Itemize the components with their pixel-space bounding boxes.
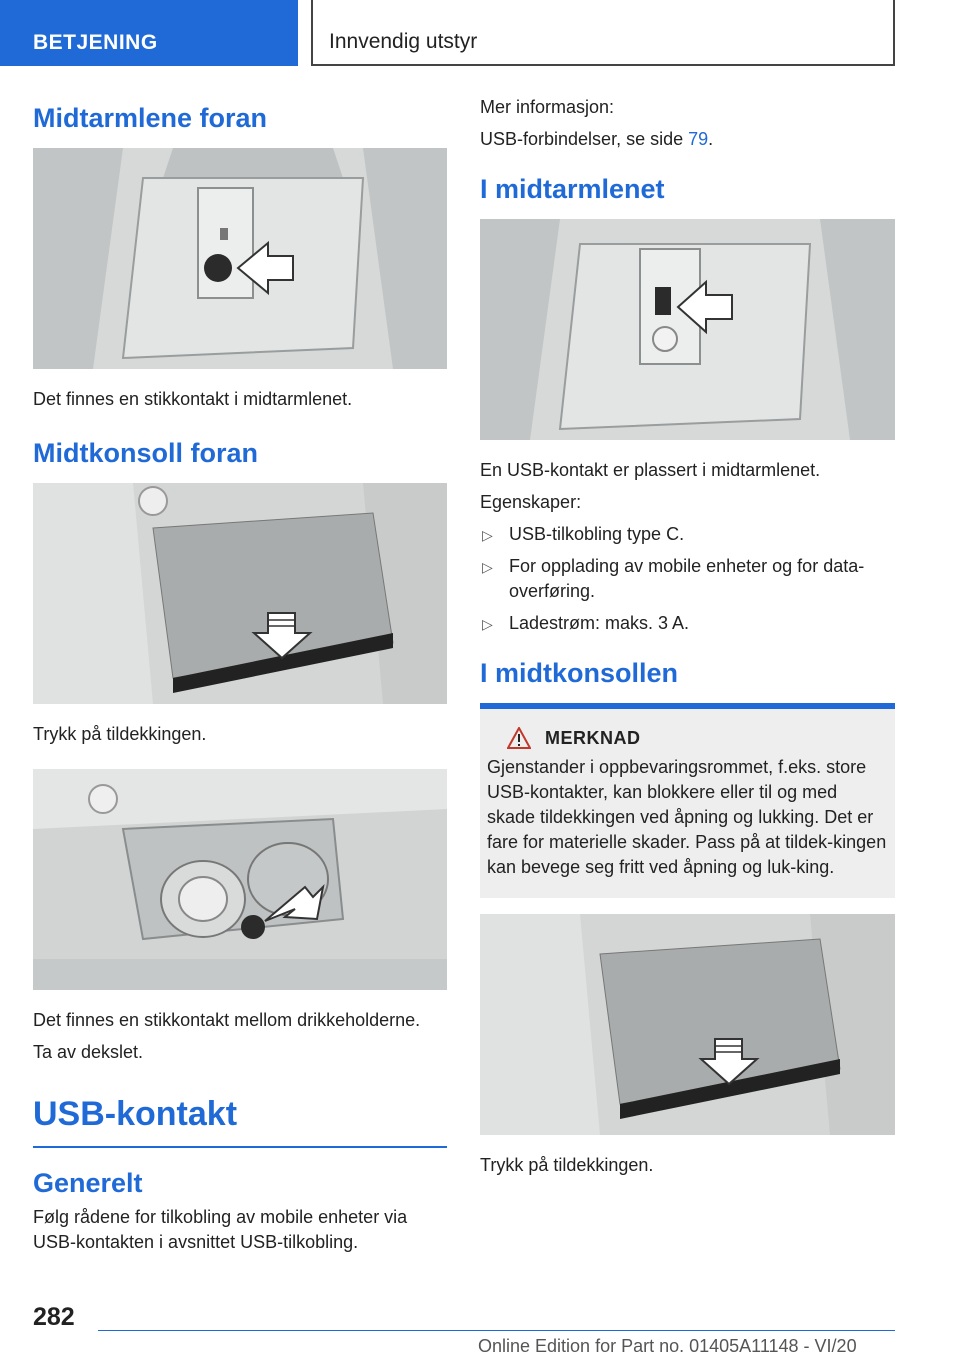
right-column: Mer informasjon: USB-forbindelser, se si…	[480, 95, 895, 1185]
triangle-bullet-icon: ▷	[482, 616, 493, 632]
notice-label: MERKNAD	[545, 727, 641, 748]
usb-reference-prefix: USB-forbindelser, se side	[480, 129, 689, 149]
left-column: Midtarmlene foran Det finnes en stikkont…	[33, 95, 447, 1262]
caption-press-cover-2: Trykk på tildekkingen.	[480, 1155, 654, 1175]
general-text: Følg rådene for tilkobling av mobile enh…	[33, 1207, 408, 1252]
usb-reference-page-link[interactable]: 79	[688, 129, 709, 149]
caption-armrest-socket: Det finnes en stikkontakt i midtarmlenet…	[33, 389, 353, 409]
notice-text: Gjenstander i oppbevaringsrommet, f.eks.…	[487, 757, 887, 877]
footer-divider	[98, 1330, 895, 1331]
section-tab: BETJENING	[0, 0, 298, 66]
footer-edition: Online Edition for Part no. 01405A11148 …	[478, 1336, 857, 1356]
list-item: ▷For opplading av mobile enheter og for …	[482, 556, 865, 601]
heading-generelt: Generelt	[33, 1168, 143, 1198]
properties-label: Egenskaper:	[480, 492, 582, 512]
chapter-usb-kontakt: USB-kontakt	[33, 1095, 447, 1148]
chapter-title: Innvendig utstyr	[311, 0, 895, 66]
caption-remove-cover: Ta av dekslet.	[33, 1042, 144, 1062]
caption-armrest-usb: En USB-kontakt er plassert i midtarmlene…	[480, 460, 821, 480]
page-number: 282	[33, 1303, 75, 1331]
notice-header: MERKNAD	[487, 727, 887, 749]
heading-midtkonsoll-foran: Midtkonsoll foran	[33, 438, 258, 468]
triangle-bullet-icon: ▷	[482, 527, 493, 543]
properties-list: ▷USB-tilkobling type C. ▷For opplading a…	[480, 522, 895, 636]
heading-i-midtarmlenet: I midtarmlenet	[480, 174, 665, 204]
triangle-bullet-icon: ▷	[482, 559, 493, 575]
page-header: BETJENING Innvendig utstyr	[0, 0, 960, 66]
list-item: ▷Ladestrøm: maks. 3 A.	[480, 611, 895, 636]
photo-console-cover	[33, 483, 447, 704]
warning-triangle-icon	[507, 727, 531, 749]
heading-midtarmlene-foran: Midtarmlene foran	[33, 103, 268, 133]
photo-armrest-socket	[33, 148, 447, 369]
more-info-label: Mer informasjon:	[480, 97, 615, 117]
photo-cupholder-socket	[33, 769, 447, 990]
usb-reference-suffix: .	[708, 129, 714, 149]
heading-i-midtkonsollen: I midtkonsollen	[480, 658, 679, 688]
caption-cupholder-socket: Det finnes en stikkontakt mellom drikkeh…	[33, 1010, 421, 1030]
usb-reference: USB-forbindelser, se side 79.	[480, 127, 895, 152]
photo-console-cover-2	[480, 914, 895, 1135]
list-item: ▷USB-tilkobling type C.	[480, 522, 895, 547]
caption-press-cover: Trykk på tildekkingen.	[33, 724, 207, 744]
photo-armrest-usb	[480, 219, 895, 440]
notice-box: MERKNAD Gjenstander i oppbevaringsrommet…	[480, 703, 895, 898]
